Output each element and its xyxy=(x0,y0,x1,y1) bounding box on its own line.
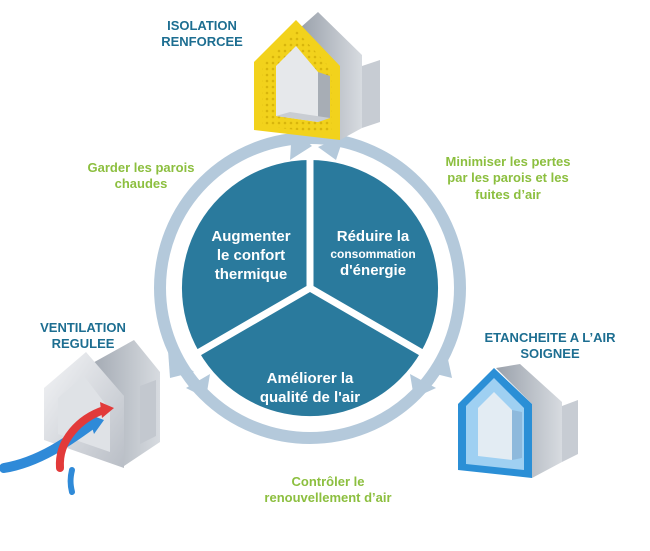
arrowhead-left xyxy=(168,350,194,378)
label-line: renouvellement d’air xyxy=(264,490,392,506)
arrowhead-right xyxy=(428,350,452,378)
ring-arrowheads xyxy=(168,128,452,398)
title-line: SOIGNEE xyxy=(520,346,580,362)
segment-line: Augmenter xyxy=(211,228,291,245)
center-disk xyxy=(181,156,439,417)
cycle-ring xyxy=(154,132,466,444)
label-line: Contrôler le xyxy=(291,474,365,489)
arrow-label-top-left: Garder les parois chaudes xyxy=(66,160,216,193)
arrowhead-bottom-left xyxy=(186,374,210,398)
arrow-label-top-right: Minimiser les pertes par les parois et l… xyxy=(426,154,590,203)
title-line: VENTILATION xyxy=(40,320,126,335)
label-line: par les parois et les xyxy=(447,170,569,186)
house-title-sealing: ETANCHEITE A L’AIR SOIGNEE xyxy=(466,330,634,363)
segment-text-energy: Réduire la consommation d'énergie xyxy=(318,228,428,281)
segment-text-comfort: Augmenter le confort thermique xyxy=(200,228,302,284)
sealed-house-icon xyxy=(458,364,578,478)
segment-line: qualité de l'air xyxy=(259,388,361,406)
segment-line: Réduire la xyxy=(336,228,410,245)
segment-line: d'énergie xyxy=(339,261,407,279)
arrow-label-bottom: Contrôler le renouvellement d’air xyxy=(240,474,416,507)
label-line: fuites d’air xyxy=(475,186,541,202)
segment-line: thermique xyxy=(214,265,288,283)
segment-line: consommation xyxy=(330,246,416,261)
arrowhead-top-right xyxy=(318,136,344,160)
ventilated-house-icon xyxy=(0,340,160,495)
title-line: ISOLATION xyxy=(167,18,237,33)
segment-line: le confort xyxy=(216,246,286,264)
segment-text-air-quality: Améliorer la qualité de l'air xyxy=(244,370,376,408)
arrowhead-bottom-right xyxy=(410,374,436,398)
label-line: chaudes xyxy=(114,176,168,192)
title-line: REGULEE xyxy=(51,336,115,352)
arrowhead-top-left xyxy=(290,128,312,160)
title-line: ETANCHEITE A L’AIR xyxy=(484,330,616,345)
house-title-ventilation: VENTILATION REGULEE xyxy=(28,320,138,353)
insulated-house-icon xyxy=(254,12,380,140)
label-line: Garder les parois xyxy=(87,160,195,175)
title-line: RENFORCEE xyxy=(161,34,243,50)
label-line: Minimiser les pertes xyxy=(445,154,571,169)
house-title-insulation: ISOLATION RENFORCEE xyxy=(152,18,252,51)
segment-line: Améliorer la xyxy=(266,370,354,387)
